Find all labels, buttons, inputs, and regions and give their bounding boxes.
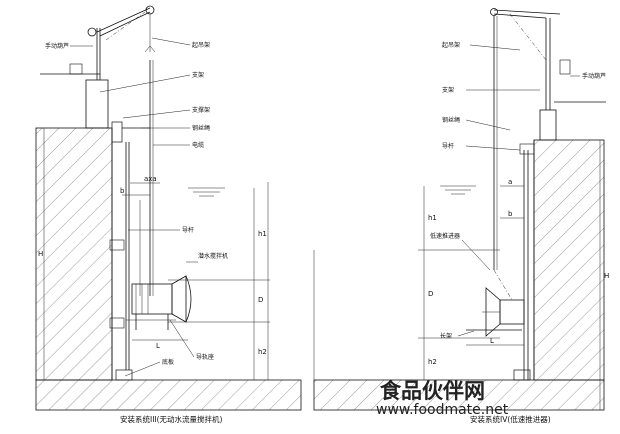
right-dim-a: a [508,178,512,186]
left-system: 手动葫芦 起吊架 支架 支撑架 钢丝绳 电缆 导杆 潜水搅拌机 导轨座 底板 H… [35,5,302,424]
right-dim-b: b [508,210,513,218]
left-dim-b: b [120,187,125,195]
right-dim-D: D [428,290,433,298]
right-caption: 安装系统IV(低速推进器) [470,414,551,424]
left-dim-axa: axa [144,175,157,183]
left-label-support: 支撑架 [192,106,210,114]
left-floor [35,379,302,411]
left-dim-h2: h2 [258,348,267,356]
left-dim-D: D [258,296,263,304]
right-floor [313,379,605,411]
left-label-hoist: 手动葫芦 [45,42,69,50]
left-label-guide: 导杆 [182,226,194,234]
right-impeller [482,269,525,337]
left-caption: 安装系统III(无动水流量搅拌机) [120,414,223,424]
left-label-cable: 钢丝绳 [192,124,210,132]
watermark-cn: 食品伙伴网 [380,379,485,403]
left-wall [35,127,113,381]
right-system: 起吊架 支架 钢丝绳 导杆 手动葫芦 低速推进器 长架 a b h1 D L h… [313,8,609,424]
watermark-url: www.foodmate.net [376,402,509,418]
left-label-bracket: 支架 [192,71,204,79]
right-wall [533,139,605,381]
left-label-power: 电缆 [192,141,204,149]
right-label-bracket: 支架 [442,86,454,94]
right-label-lift-frame: 起吊架 [442,41,460,49]
left-label-base: 底板 [162,358,174,366]
right-label-cable: 钢丝绳 [442,116,460,124]
watermark: 食品伙伴网 www.foodmate.net [376,379,509,418]
right-dim-h1: h1 [428,214,437,222]
left-label-lift-frame: 起吊架 [192,41,210,49]
left-dim-h1: h1 [258,230,267,238]
right-label-impeller: 低速推进器 [430,232,460,240]
right-label-long-arm: 长架 [440,332,452,340]
right-label-hoist: 手动葫芦 [582,72,606,80]
left-dim-H: H [38,250,43,258]
right-crane-post [539,109,557,141]
left-label-mixer: 潜水搅拌机 [198,252,228,260]
left-label-guide-support: 导轨座 [196,353,214,361]
right-dim-L: L [490,337,494,345]
left-dim-L: L [156,342,160,350]
left-crane-post [85,79,109,129]
right-label-guide: 导杆 [442,142,454,150]
right-dim-H: H [604,272,609,280]
right-dim-h2: h2 [428,358,437,366]
